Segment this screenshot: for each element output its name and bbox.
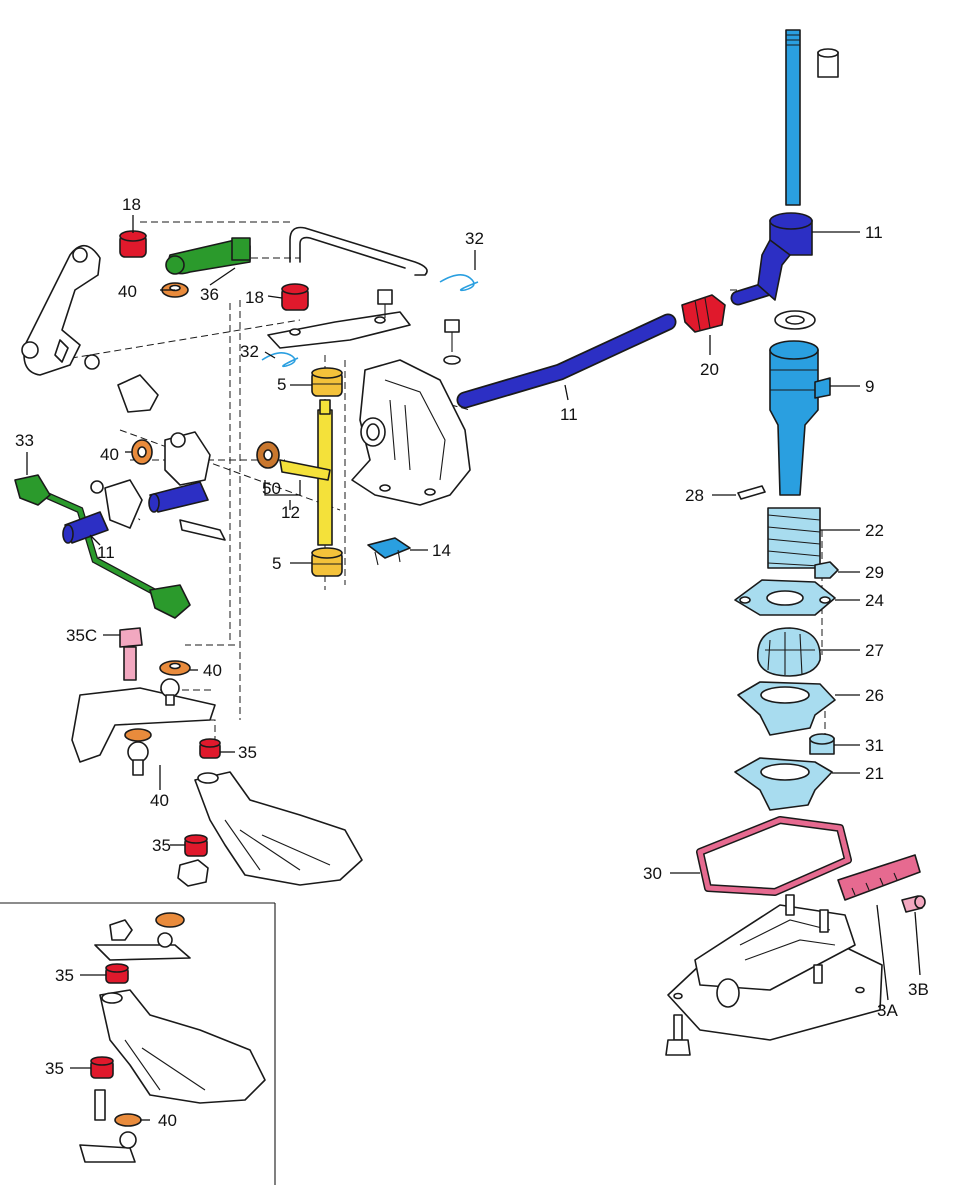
lever-housing-9 [769, 340, 831, 496]
inset-plate [94, 932, 191, 961]
callout-50: 50 [262, 479, 281, 498]
callout-21: 21 [865, 764, 884, 783]
nut-29 [814, 561, 839, 579]
callout-29: 29 [865, 563, 884, 582]
bushing-5-lower [311, 547, 343, 577]
rubber-boot-20 [681, 294, 726, 333]
callout-9: 9 [865, 377, 874, 396]
callout-18-mid: 18 [245, 288, 264, 307]
guide-bar-3a [837, 854, 921, 901]
green-linkage-rod-33 [14, 474, 191, 619]
callout-24: 24 [865, 591, 884, 610]
callout-31: 31 [865, 736, 884, 755]
callout-5-upper: 5 [277, 375, 286, 394]
hex-nut-lower [177, 859, 209, 887]
inset-washer-40-bottom [114, 1113, 142, 1127]
callout-11-knuckle: 11 [865, 223, 883, 242]
callout-35-lower: 35 [152, 836, 171, 855]
bolt-right [443, 319, 461, 365]
shift-base-housing [667, 894, 883, 1041]
shift-knuckle-11 [757, 212, 813, 301]
gasket-30 [696, 816, 852, 896]
callout-35c: 35C [66, 626, 97, 645]
callout-26: 26 [865, 686, 884, 705]
callout-3b: 3B [908, 980, 929, 999]
bushing-50 [256, 441, 280, 469]
shift-rod-11 [456, 313, 677, 409]
callout-3a: 3A [877, 1001, 898, 1020]
inset-nut [109, 919, 133, 941]
blue-sleeve-11-small [62, 511, 109, 544]
bearing-housing-26 [737, 681, 836, 736]
ball-cage-27 [757, 627, 821, 677]
transmission-mount-bracket [194, 771, 363, 886]
callout-40-bottom: 40 [150, 791, 169, 810]
spring-22 [767, 507, 821, 569]
callout-20: 20 [700, 360, 719, 379]
pin-28 [737, 485, 766, 500]
callout-12: 12 [281, 503, 300, 522]
lower-bracket-plate [71, 678, 216, 776]
bushing-18-mid [281, 283, 309, 311]
callout-32-upper: 32 [465, 229, 484, 248]
bushing-5-upper [311, 367, 343, 397]
callout-inset-40: 40 [158, 1111, 177, 1130]
callout-11-small: 11 [97, 543, 115, 562]
plate-24 [734, 579, 836, 616]
callout-inset-35-upper: 35 [55, 966, 74, 985]
callout-5-lower: 5 [272, 554, 281, 573]
retaining-clip-32-lower [261, 352, 299, 368]
blue-sleeve-connector [148, 481, 209, 513]
housing-bolt [665, 1014, 691, 1056]
bolt-upper [377, 289, 393, 318]
inset-washer-40-top [155, 912, 185, 928]
clamp-with-bolt [90, 479, 226, 541]
yellow-shaft-12 [279, 399, 333, 546]
callout-32-lower: 32 [240, 342, 259, 361]
bushing-35-upper [199, 738, 221, 759]
inset-bushing-35-lower [90, 1056, 114, 1079]
mounting-bracket-small [117, 374, 211, 486]
callout-35-upper: 35 [238, 743, 257, 762]
callout-40-upper: 40 [118, 282, 137, 301]
washer-40-lower [159, 660, 191, 676]
bushing-18-upper [119, 230, 147, 258]
inset-stud-and-plate [79, 1089, 137, 1163]
central-bracket-housing [351, 359, 471, 506]
pin-3b [901, 895, 926, 913]
bolt-35c [119, 627, 143, 681]
spacer-sleeve [817, 48, 839, 78]
ring-washer [774, 310, 816, 330]
base-plate-21 [734, 757, 833, 811]
callout-22: 22 [865, 521, 884, 540]
leader-lines [26, 215, 921, 1121]
inset-bushing-35-upper [105, 963, 129, 984]
bushing-35-lower [184, 834, 208, 857]
bushing-31 [809, 733, 835, 755]
gear-lever-upper [785, 29, 801, 206]
callout-inset-35-lower: 35 [45, 1059, 64, 1078]
shift-rod-hook [289, 226, 428, 276]
washer-40-bottom [124, 728, 152, 742]
callout-33: 33 [15, 431, 34, 450]
washer-40-mid [131, 439, 153, 465]
inset-frame [0, 902, 276, 1185]
shift-linkage-bracket [21, 244, 101, 376]
spring-clip-14 [367, 537, 411, 566]
callout-11-rod: 11 [560, 405, 578, 424]
callout-27: 27 [865, 641, 884, 660]
green-lever-36 [165, 237, 251, 275]
callout-28: 28 [685, 486, 704, 505]
retaining-clip-32-upper [439, 274, 479, 292]
flat-linkage-plate [267, 311, 411, 349]
callout-40-lower: 40 [203, 661, 222, 680]
callout-14: 14 [432, 541, 451, 560]
callout-36: 36 [200, 285, 219, 304]
inset-mount-bracket [99, 989, 266, 1104]
callout-labels: 18 40 36 18 32 32 5 40 50 12 33 11 5 14 … [15, 195, 929, 1130]
callout-18-upper: 18 [122, 195, 141, 214]
callout-40-mid: 40 [100, 445, 119, 464]
callout-30: 30 [643, 864, 662, 883]
